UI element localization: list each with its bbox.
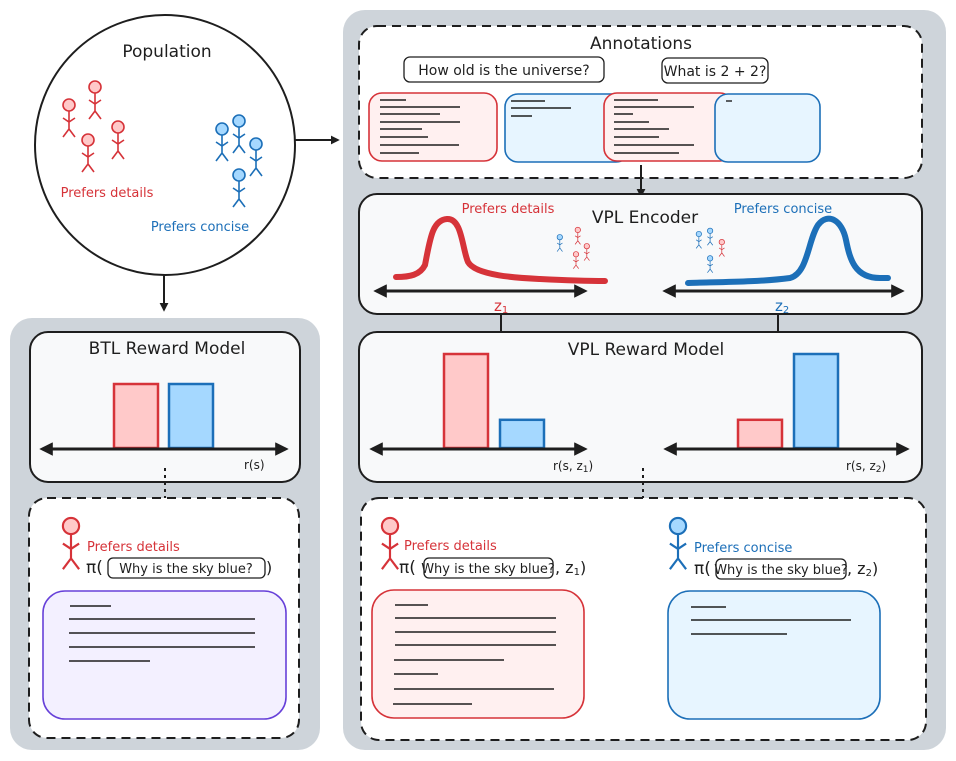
latent-z2-label: z2 <box>775 297 789 316</box>
close-paren: ) <box>266 558 272 577</box>
response-card-concise <box>714 93 821 163</box>
prompt-text: Why is the sky blue? <box>119 562 253 577</box>
reward-bar-details <box>112 382 160 450</box>
annotations-box: Annotations How old is the universe? Wha… <box>358 25 923 179</box>
policy-output-concise <box>667 590 881 720</box>
pi-symbol: π( <box>694 559 711 579</box>
vpl-policy-details-label: Prefers details <box>404 539 497 554</box>
prompt-bubble <box>661 57 769 84</box>
prompt-bubble <box>107 557 266 579</box>
response-card-detailed <box>368 92 498 162</box>
population-concise-label: Prefers concise <box>151 220 249 235</box>
btl-axis-label: r(s) <box>244 458 265 472</box>
population-title: Population <box>122 42 211 62</box>
vpl-policy-concise-label: Prefers concise <box>694 541 792 556</box>
prompt-bubble <box>423 557 554 579</box>
latent-arg-z2: , z2) <box>847 559 878 579</box>
prompt-text: Why is the sky blue? <box>714 563 848 578</box>
concise-distribution-curve <box>685 215 891 286</box>
latent-arg-z1: , z1) <box>555 558 586 578</box>
prompt-text: How old is the universe? <box>418 63 589 79</box>
prompt-text: Why is the sky blue? <box>421 562 555 577</box>
reward-bar-concise <box>792 352 840 450</box>
reward-bar-concise <box>167 382 215 450</box>
reward-axis-z1-label: r(s, z1) <box>553 459 593 475</box>
vpl-policy-box: Prefers details π( Why is the sky blue? … <box>360 497 927 741</box>
details-distribution-curve <box>393 216 608 284</box>
encoder-details-label: Prefers details <box>462 202 555 217</box>
btl-reward-bars <box>112 382 215 450</box>
vpl-encoder-title: VPL Encoder <box>592 208 698 228</box>
btl-reward-box: BTL Reward Model r(s) <box>29 331 301 483</box>
vpl-reward-box: VPL Reward Model r(s, z1) r(s, z2) <box>358 331 923 483</box>
prompt-bubble <box>403 56 605 83</box>
vpl-reward-title: VPL Reward Model <box>568 340 725 360</box>
btl-policy-details-label: Prefers details <box>87 540 180 555</box>
reward-bar-details <box>442 352 490 450</box>
prompt-text: What is 2 + 2? <box>664 64 767 80</box>
btl-reward-title: BTL Reward Model <box>89 339 246 359</box>
btl-policy-box: Prefers details π( Why is the sky blue? … <box>28 497 300 739</box>
prompt-bubble <box>715 558 847 580</box>
population-details-label: Prefers details <box>61 186 154 201</box>
annotations-title: Annotations <box>590 34 692 54</box>
pi-symbol: π( <box>399 558 416 578</box>
population-circle: Population Prefers details Prefers conci… <box>34 14 296 276</box>
latent-z1-label: z1 <box>494 297 508 316</box>
vpl-encoder-box: VPL Encoder Prefers details Prefers conc… <box>358 193 923 316</box>
encoder-concise-label: Prefers concise <box>734 202 832 217</box>
pi-symbol: π( <box>86 558 103 578</box>
reward-axis-z2-label: r(s, z2) <box>846 459 886 475</box>
reward-bar-concise <box>498 418 546 450</box>
reward-bar-details <box>736 418 784 450</box>
policy-output-detailed <box>371 589 585 719</box>
policy-output-average <box>42 590 287 720</box>
response-card-detailed <box>603 92 734 162</box>
